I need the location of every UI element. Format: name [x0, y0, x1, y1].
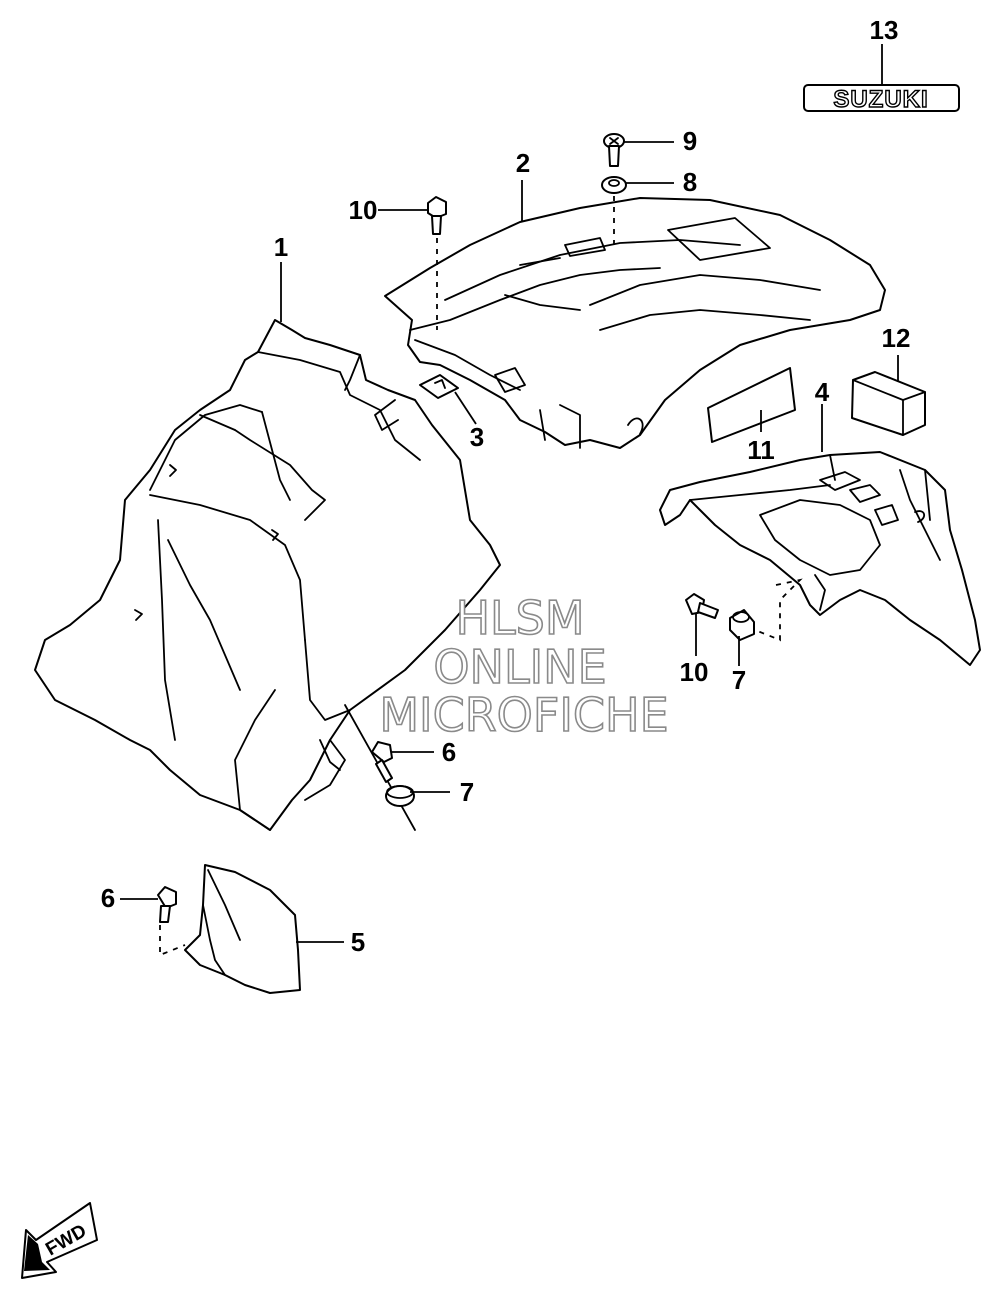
callout-1: 1: [274, 232, 288, 262]
callout-3: 3: [470, 422, 484, 452]
callout-2: 2: [516, 148, 530, 178]
part-13-emblem: SUZUKI: [803, 84, 960, 114]
assembly-lines: [159, 196, 803, 957]
callout-6-lower: 6: [101, 883, 115, 913]
part-1-inner-fender: [34, 319, 501, 831]
leader-lines: [120, 44, 899, 943]
callout-4: 4: [815, 377, 830, 407]
callout-7-right: 7: [732, 665, 746, 695]
part-12-foam-block: [851, 371, 926, 436]
watermark: HLSM ONLINE MICROFICHE: [379, 590, 670, 743]
part-4-bracket: [659, 451, 981, 666]
watermark-line-1: HLSM: [455, 591, 584, 645]
part-9-screw: [603, 133, 625, 167]
watermark-line-3: MICROFICHE: [379, 688, 668, 742]
part-2-rear-fender: [384, 197, 886, 449]
part-7-cushion-left: [385, 785, 415, 807]
part-11-pad: [707, 367, 796, 443]
part-3-clip-nut: [419, 374, 459, 399]
part-5-mud-flap: [184, 864, 301, 994]
callout-7-left: 7: [460, 777, 474, 807]
part-10-bolt-top: [427, 196, 447, 235]
callout-5: 5: [351, 927, 365, 957]
callout-9: 9: [683, 126, 697, 156]
part-8-washer: [601, 176, 627, 194]
part-6-bolt-lower: [157, 886, 177, 923]
part-6-bolt-upper: [371, 741, 393, 783]
callout-13: 13: [870, 15, 899, 45]
callout-12: 12: [882, 323, 911, 353]
watermark-line-2: ONLINE: [433, 640, 606, 694]
part-7-cushion-right: [729, 609, 755, 641]
callout-labels: 1 2 3 4 5 6 6 7 7 8 9 10 10 11 12 13: [101, 15, 911, 957]
callout-11: 11: [747, 435, 775, 465]
callout-10-right: 10: [680, 657, 709, 687]
callout-6-upper: 6: [442, 737, 456, 767]
emblem-text: SUZUKI: [833, 86, 928, 113]
fwd-arrow: FWD: [21, 1202, 98, 1279]
part-10-bolt-right: [685, 593, 719, 619]
callout-8: 8: [683, 167, 697, 197]
callout-10-top: 10: [349, 195, 378, 225]
